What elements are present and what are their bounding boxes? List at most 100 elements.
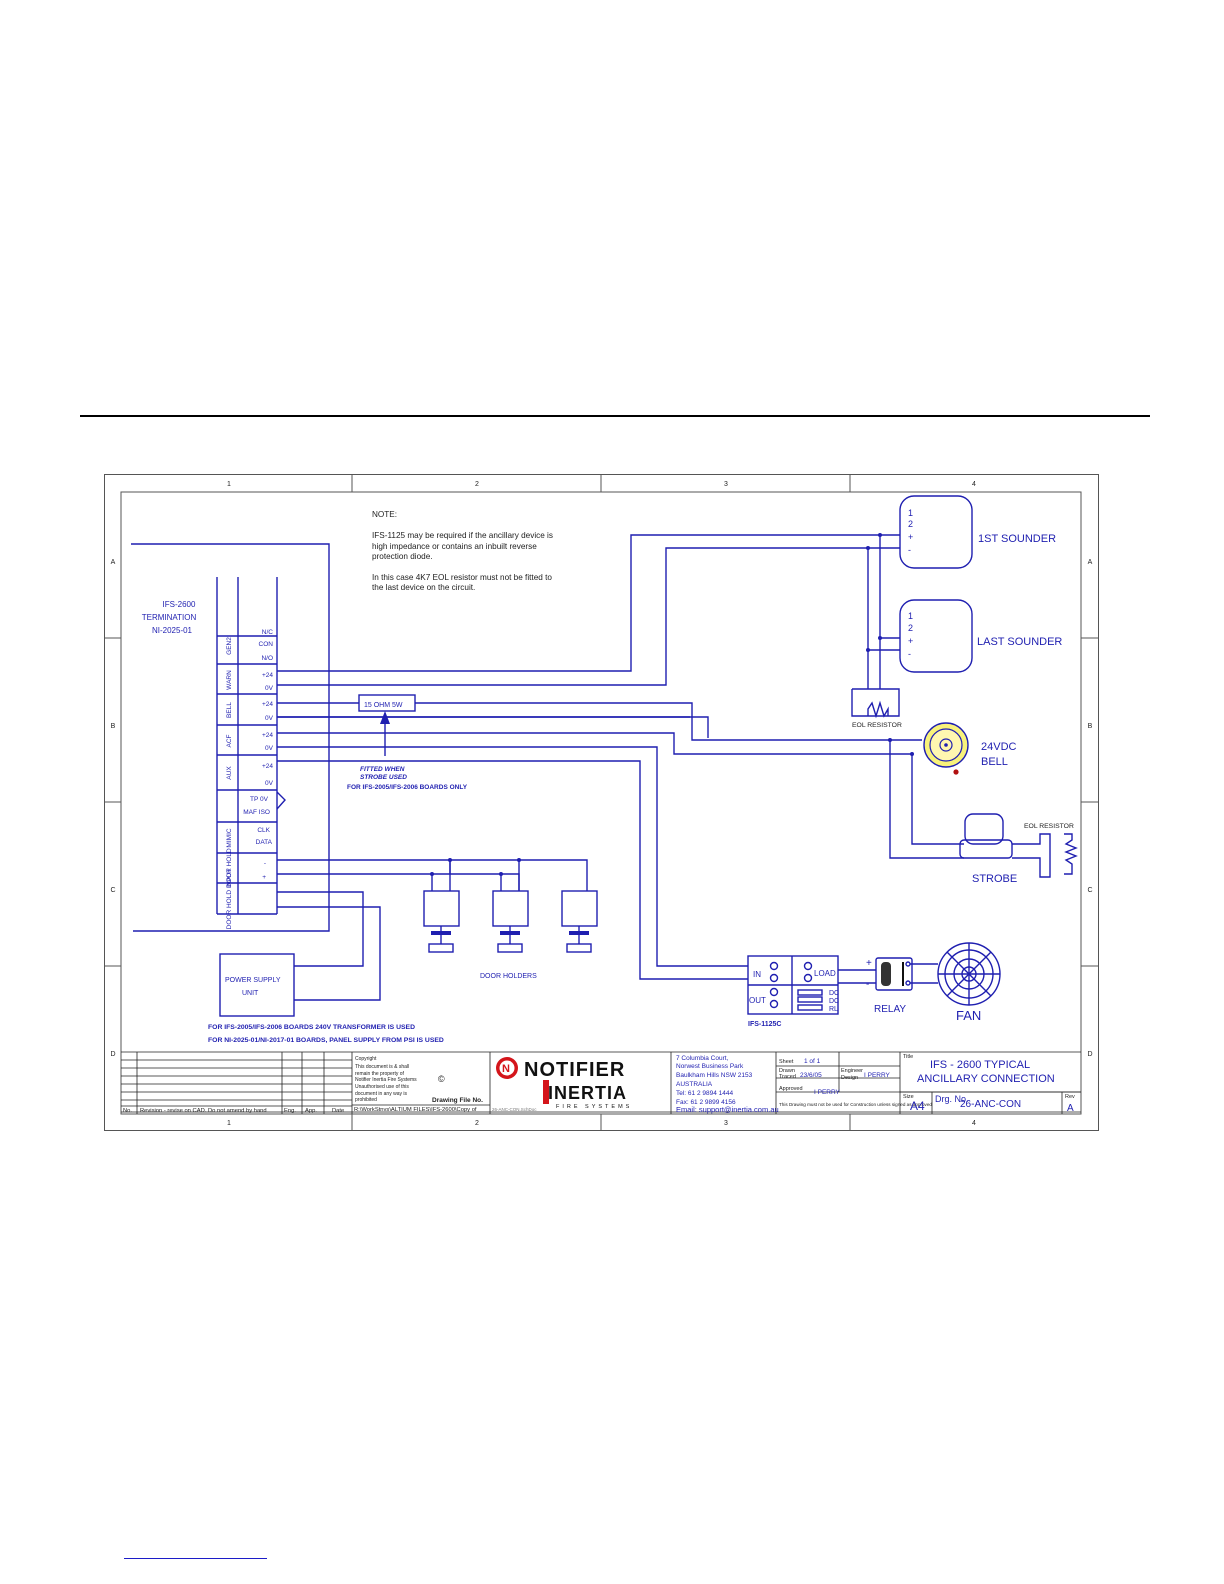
title-block: No. Revision - revise on CAD. Do not ame…	[121, 1051, 1081, 1114]
termination-title-line-2: TERMINATION	[142, 613, 197, 622]
note-line-1: IFS-1125 may be required if the ancillar…	[372, 531, 553, 540]
terminal-minus: -	[264, 860, 266, 867]
col-label-bottom-2: 2	[475, 1120, 479, 1127]
drawn-label: Drawn	[779, 1068, 795, 1074]
terminal-con: CON	[259, 641, 274, 648]
row-label-right-c: C	[1087, 887, 1092, 894]
ifs1125-load: LOAD	[814, 969, 836, 978]
sounder-1: 1 2 + - 1ST SOUNDER	[899, 495, 1056, 569]
col-label-top-4: 4	[972, 481, 976, 488]
terminal-acf-24: +24	[262, 732, 273, 739]
terminal-bell-0v: 0V	[265, 715, 274, 722]
eol-resistor-1: EOL RESISTOR	[851, 688, 902, 729]
termination-title-line-3: NI-2025-01	[152, 626, 193, 635]
rev-header-app: App.	[305, 1108, 317, 1114]
row-label-left-d: D	[110, 1051, 115, 1058]
address-line-7: Email: support@inertia.com.au	[676, 1105, 779, 1114]
note-line-4: In this case 4K7 EOL resistor must not b…	[372, 573, 552, 582]
logo-secondary: INERTIA	[548, 1083, 627, 1103]
sounder1-pin-minus: -	[908, 545, 911, 555]
ifs1125c-module: IN OUT LOAD DC DC RL IFS-1125C	[747, 955, 839, 1028]
psu-note-1: FOR IFS-2005/IFS-2006 BOARDS 240V TRANSF…	[208, 1024, 415, 1031]
approved-value: I PERRY	[814, 1089, 841, 1096]
bell-label-1: 24VDC	[981, 741, 1017, 753]
terminal-maf-iso: MAF ISO	[243, 809, 270, 816]
bell-device: 24VDC BELL	[923, 722, 1017, 775]
door-holder-1	[423, 890, 460, 927]
notifier-logo: N NOTIFIER INERTIA FIRE SYSTEMS	[496, 1057, 632, 1110]
col-label-top-1: 1	[227, 481, 231, 488]
relay-plus-sign: +	[866, 958, 872, 969]
sounder-2: 1 2 + - LAST SOUNDER	[899, 599, 1062, 673]
traced-label: Traced	[779, 1074, 796, 1080]
group-acf: ACF	[226, 734, 233, 747]
col-label-bottom-1: 1	[227, 1120, 231, 1127]
terminal-nc: N/C	[262, 629, 274, 636]
copyright-line-5: Unauthorised use of this	[355, 1084, 409, 1090]
ifs1125-pin-dc2: DC	[829, 998, 839, 1005]
row-label-right-d: D	[1087, 1051, 1092, 1058]
psu-note-2: FOR NI-2025-01/NI-2017-01 BOARDS, PANEL …	[208, 1037, 444, 1044]
col-label-bottom-3: 3	[724, 1120, 728, 1127]
sheet-value: 1 of 1	[804, 1058, 821, 1065]
terminal-aux-0v: 0V	[265, 780, 274, 787]
note-line-3: protection diode.	[372, 552, 433, 561]
rev-header-revision: Revision - revise on CAD. Do not amend b…	[140, 1108, 267, 1114]
junction-dots	[430, 533, 914, 876]
file-code: 26-ANC-CON.SchDoc	[492, 1107, 537, 1112]
drawing-file-label: Drawing File No.	[432, 1097, 483, 1104]
sounder1-pin-2: 2	[908, 519, 913, 529]
terminal-acf-0v: 0V	[265, 745, 274, 752]
termination-group-labels: GEN2 WARN BELL ACF AUX MIMIC DOOR HOLD D…	[226, 637, 233, 930]
power-supply-unit: POWER SUPPLY UNIT	[219, 953, 295, 1017]
row-label-right-a: A	[1088, 559, 1093, 566]
schematic-drawing: 1 2 3 4 1 2 3 4 A B C D A B C D NOTE: IF…	[104, 474, 1099, 1131]
relay-minus-sign: -	[866, 979, 869, 990]
group-aux: AUX	[226, 766, 233, 780]
rev-header-eng: Eng.	[284, 1108, 296, 1114]
terminal-data: DATA	[256, 839, 273, 846]
group-door-hold-input: DOOR HOLD INPUT	[226, 869, 233, 930]
logo-primary: NOTIFIER	[524, 1059, 625, 1081]
termination-block	[216, 577, 278, 915]
bell-label-2: BELL	[981, 756, 1008, 768]
address-line-5: Tel: 61 2 9894 1444	[676, 1090, 733, 1097]
ifs1125-label: IFS-1125C	[748, 1021, 781, 1028]
copyright-line-7: prohibited	[355, 1097, 377, 1103]
design-label: Design	[841, 1075, 858, 1081]
termination-terminal-labels: N/C CON N/O +24 0V +24 0V +24 0V +24 0V …	[243, 629, 273, 881]
door-holder-2	[492, 890, 529, 927]
fitted-line-1: FITTED WHEN	[360, 766, 405, 773]
wiring	[131, 534, 964, 1001]
approval-note: This Drawing must not be used for Constr…	[779, 1102, 932, 1107]
terminal-no: N/O	[261, 655, 273, 662]
drawn-value: 23/6/05	[800, 1072, 822, 1079]
address-line-1: 7 Columbia Court,	[676, 1055, 729, 1062]
strobe-device: EOL RESISTOR STROBE	[959, 813, 1078, 885]
drg-label: Drg. No.	[935, 1094, 969, 1104]
group-bell: BELL	[226, 702, 233, 718]
address-line-4: AUSTRALIA	[676, 1081, 713, 1088]
sounder2-pin-1: 1	[908, 611, 913, 621]
group-door-hold: DOOR HOLD	[226, 848, 233, 888]
door-holders-label: DOOR HOLDERS	[480, 973, 537, 980]
col-label-bottom-4: 4	[972, 1120, 976, 1127]
rev-value: A	[1067, 1103, 1074, 1114]
door-holder-3	[561, 890, 598, 927]
engineer-value: I PERRY	[864, 1072, 891, 1079]
ifs1125-out: OUT	[749, 996, 766, 1005]
relay-device: + - RELAY	[838, 957, 938, 1015]
title-line-2: ANCILLARY CONNECTION	[917, 1073, 1055, 1085]
fitted-note: FITTED WHEN STROBE USED FOR IFS-2005/IFS…	[347, 711, 468, 791]
copyright-line-2: This document is & shall	[355, 1064, 409, 1070]
sheet-label: Sheet	[779, 1059, 794, 1065]
termination-title: IFS-2600 TERMINATION NI-2025-01	[142, 600, 197, 635]
size-value: A4	[910, 1099, 925, 1113]
psu-label-2: UNIT	[242, 990, 259, 997]
fan-label: FAN	[956, 1008, 981, 1023]
logo-sub: FIRE SYSTEMS	[556, 1104, 632, 1110]
approved-label: Approved	[779, 1086, 803, 1092]
copyright-line-1: Copyright	[355, 1056, 377, 1062]
copyright-line-3: remain the property of	[355, 1071, 405, 1077]
ifs1125-in: IN	[753, 970, 761, 979]
